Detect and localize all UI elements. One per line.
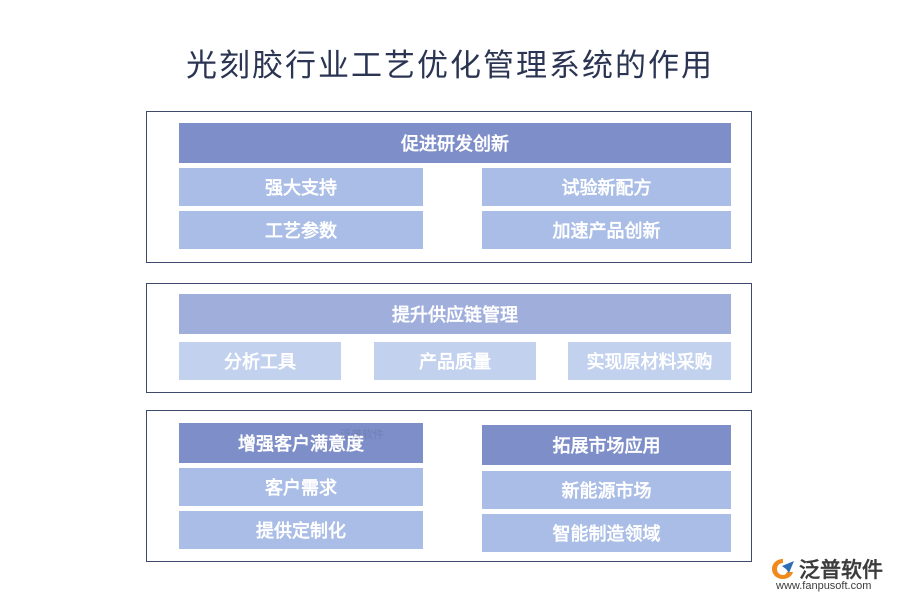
section-rd-innovation: 促进研发创新 强大支持 工艺参数 试验新配方 加速产品创新 [146,111,752,263]
rd-innovation-header: 促进研发创新 [179,123,731,163]
market-expansion-header: 拓展市场应用 [482,425,731,465]
customer-item-2: 提供定制化 [179,511,423,549]
rd-left-item-2: 工艺参数 [179,211,423,249]
section-customer-market: 增强客户满意度 客户需求 提供定制化 拓展市场应用 新能源市场 智能制造领域 [146,410,752,562]
supply-item-3: 实现原材料采购 [568,342,731,380]
customer-item-1: 客户需求 [179,468,423,506]
supply-item-2: 产品质量 [374,342,536,380]
watermark: 泛普软件 [340,428,384,441]
brand-logo-name: 泛普软件 [799,558,883,582]
market-item-1: 新能源市场 [482,471,731,509]
market-item-2: 智能制造领域 [482,514,731,552]
brand-logo: 泛普软件 [770,554,883,584]
brand-logo-icon [772,559,794,579]
supply-item-1: 分析工具 [179,342,341,380]
supply-chain-header: 提升供应链管理 [179,294,731,334]
customer-satisfaction-header: 增强客户满意度 [179,423,423,463]
page-title: 光刻胶行业工艺优化管理系统的作用 [186,48,714,84]
rd-right-item-2: 加速产品创新 [482,211,731,249]
section-supply-chain: 提升供应链管理 分析工具 产品质量 实现原材料采购 [146,283,752,393]
rd-right-item-1: 试验新配方 [482,168,731,206]
rd-left-item-1: 强大支持 [179,168,423,206]
brand-logo-url: www.fanpusoft.com [776,580,872,592]
